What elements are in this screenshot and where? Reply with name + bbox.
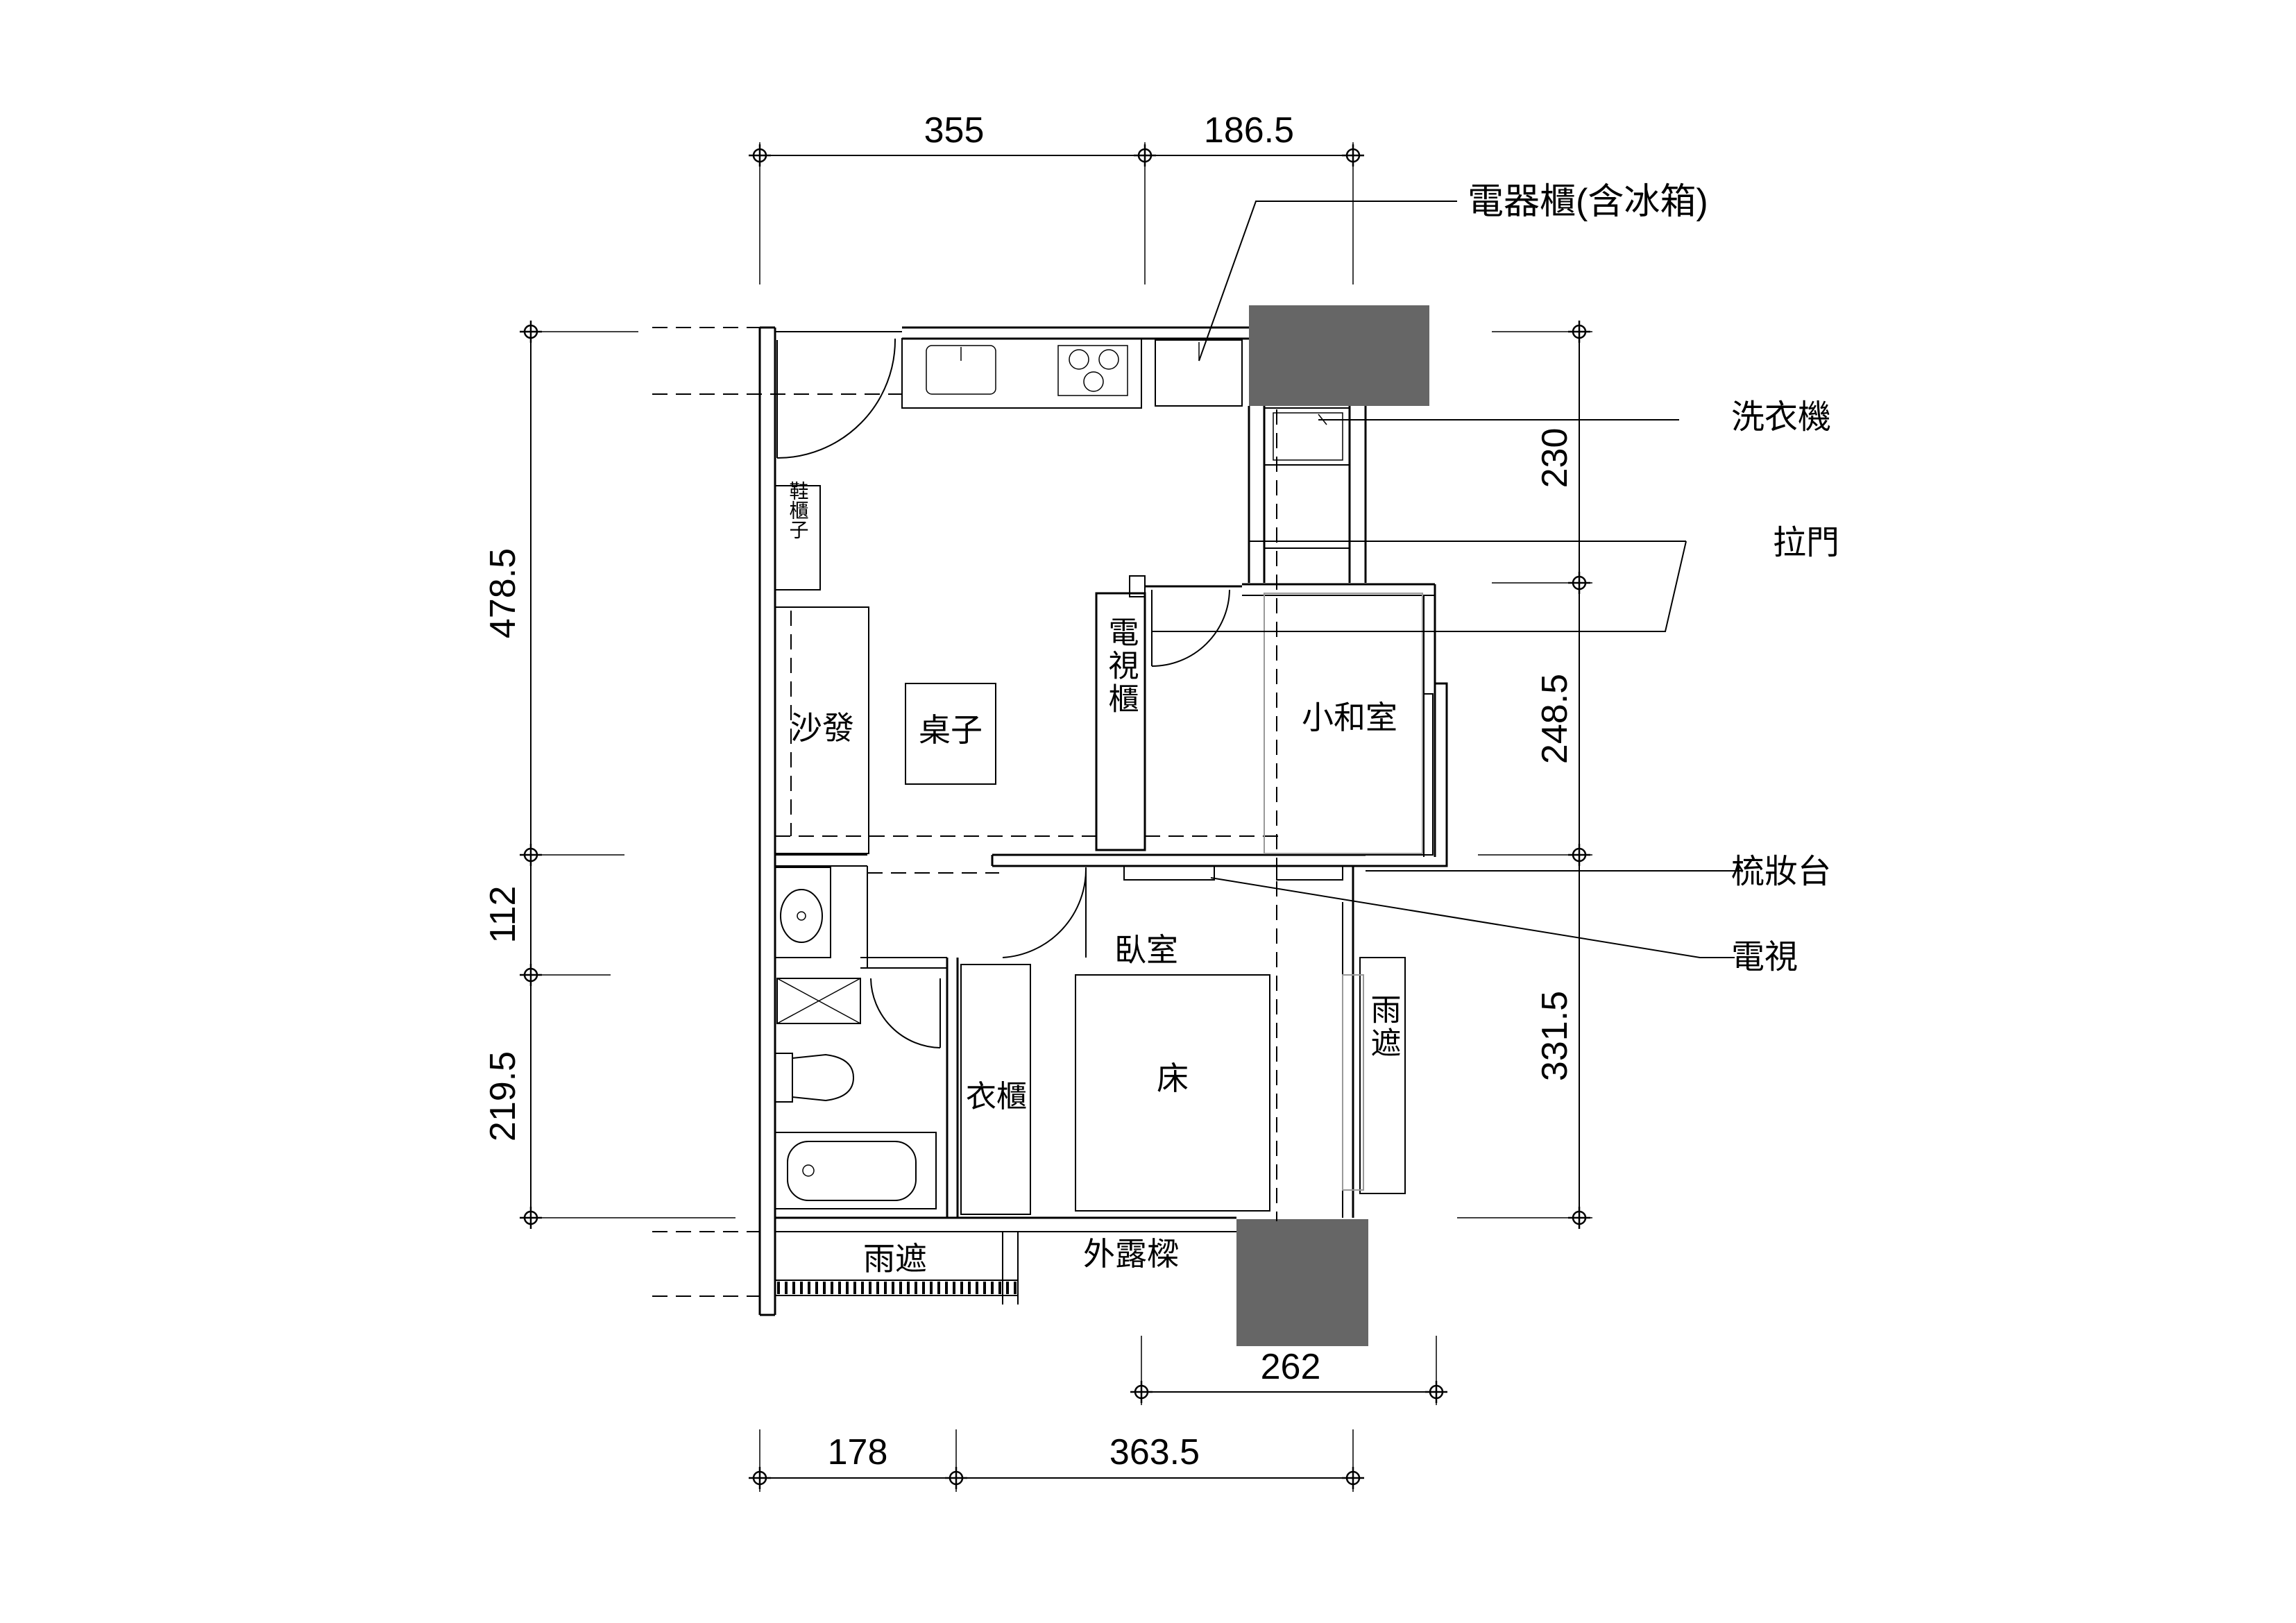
dim-bottom-363-5: 363.5 <box>1109 1432 1200 1472</box>
vanity-unit <box>1276 865 1343 881</box>
bathroom-fixtures <box>774 867 937 1209</box>
dim-left-112: 112 <box>483 886 523 944</box>
callout-sliding-door: 拉門 <box>1773 525 1839 561</box>
table <box>905 683 996 785</box>
callout-vanity: 梳妝台 <box>1731 853 1831 890</box>
label-bedroom: 臥室 <box>1114 932 1178 968</box>
label-canopy-bottom: 雨遮 <box>863 1241 927 1277</box>
dim-right-331-5: 331.5 <box>1535 991 1575 1081</box>
structural-column-bottom <box>1236 1219 1368 1346</box>
callout-washer: 洗衣機 <box>1731 399 1831 436</box>
tatami-outline <box>1264 593 1423 854</box>
wardrobe <box>960 964 1031 1215</box>
dimension-tick-markers <box>520 144 1590 1489</box>
callout-leaders <box>1152 201 1742 958</box>
dim-left-219-5: 219.5 <box>483 1051 523 1141</box>
label-exposed-beam: 外露樑 <box>1083 1236 1179 1272</box>
bed <box>1075 974 1270 1212</box>
dim-right-230: 230 <box>1535 428 1575 488</box>
label-tatami-room: 小和室 <box>1302 699 1397 736</box>
canopy-bottom-strip <box>774 1232 1019 1305</box>
dim-bottom-262: 262 <box>1261 1347 1321 1387</box>
label-tv-cabinet: 電視櫃 <box>1104 616 1139 716</box>
dim-right-248-5: 248.5 <box>1535 674 1575 764</box>
walls <box>758 326 1448 1316</box>
label-shoe-cabinet: 鞋櫃子 <box>788 481 809 539</box>
dim-top-355: 355 <box>924 110 985 151</box>
label-canopy-right: 雨遮 <box>1366 994 1401 1060</box>
canopy-right <box>1359 957 1406 1194</box>
kitchen-counter <box>901 338 1243 409</box>
tv-unit <box>1123 865 1215 881</box>
canopy-hatching <box>777 1282 1017 1294</box>
label-sofa: 沙發 <box>790 710 854 746</box>
label-wardrobe: 衣櫃 <box>966 1080 1027 1114</box>
dim-bottom-178: 178 <box>828 1432 888 1472</box>
dim-left-478-5: 478.5 <box>483 548 523 638</box>
room-labels: 沙發 桌子 小和室 臥室 床 雨遮 外露樑 衣櫃 電視櫃 雨遮 鞋櫃子 <box>788 481 1401 1277</box>
callout-labels: 電器櫃(含冰箱) 洗衣機 拉門 梳妝台 電視 <box>1468 182 1839 976</box>
sofa <box>774 606 869 854</box>
callout-tv: 電視 <box>1731 939 1798 976</box>
label-table: 桌子 <box>919 712 983 748</box>
label-bed: 床 <box>1157 1060 1189 1096</box>
structural-column-top <box>1249 305 1429 406</box>
dim-top-186-5: 186.5 <box>1204 110 1294 151</box>
callout-appliance-cabinet: 電器櫃(含冰箱) <box>1468 182 1708 222</box>
dimension-labels: 355 186.5 478.5 112 219.5 230 248.5 331.… <box>483 110 1575 1472</box>
shoe-cabinet <box>774 485 821 590</box>
dimension-lines <box>520 142 1592 1492</box>
